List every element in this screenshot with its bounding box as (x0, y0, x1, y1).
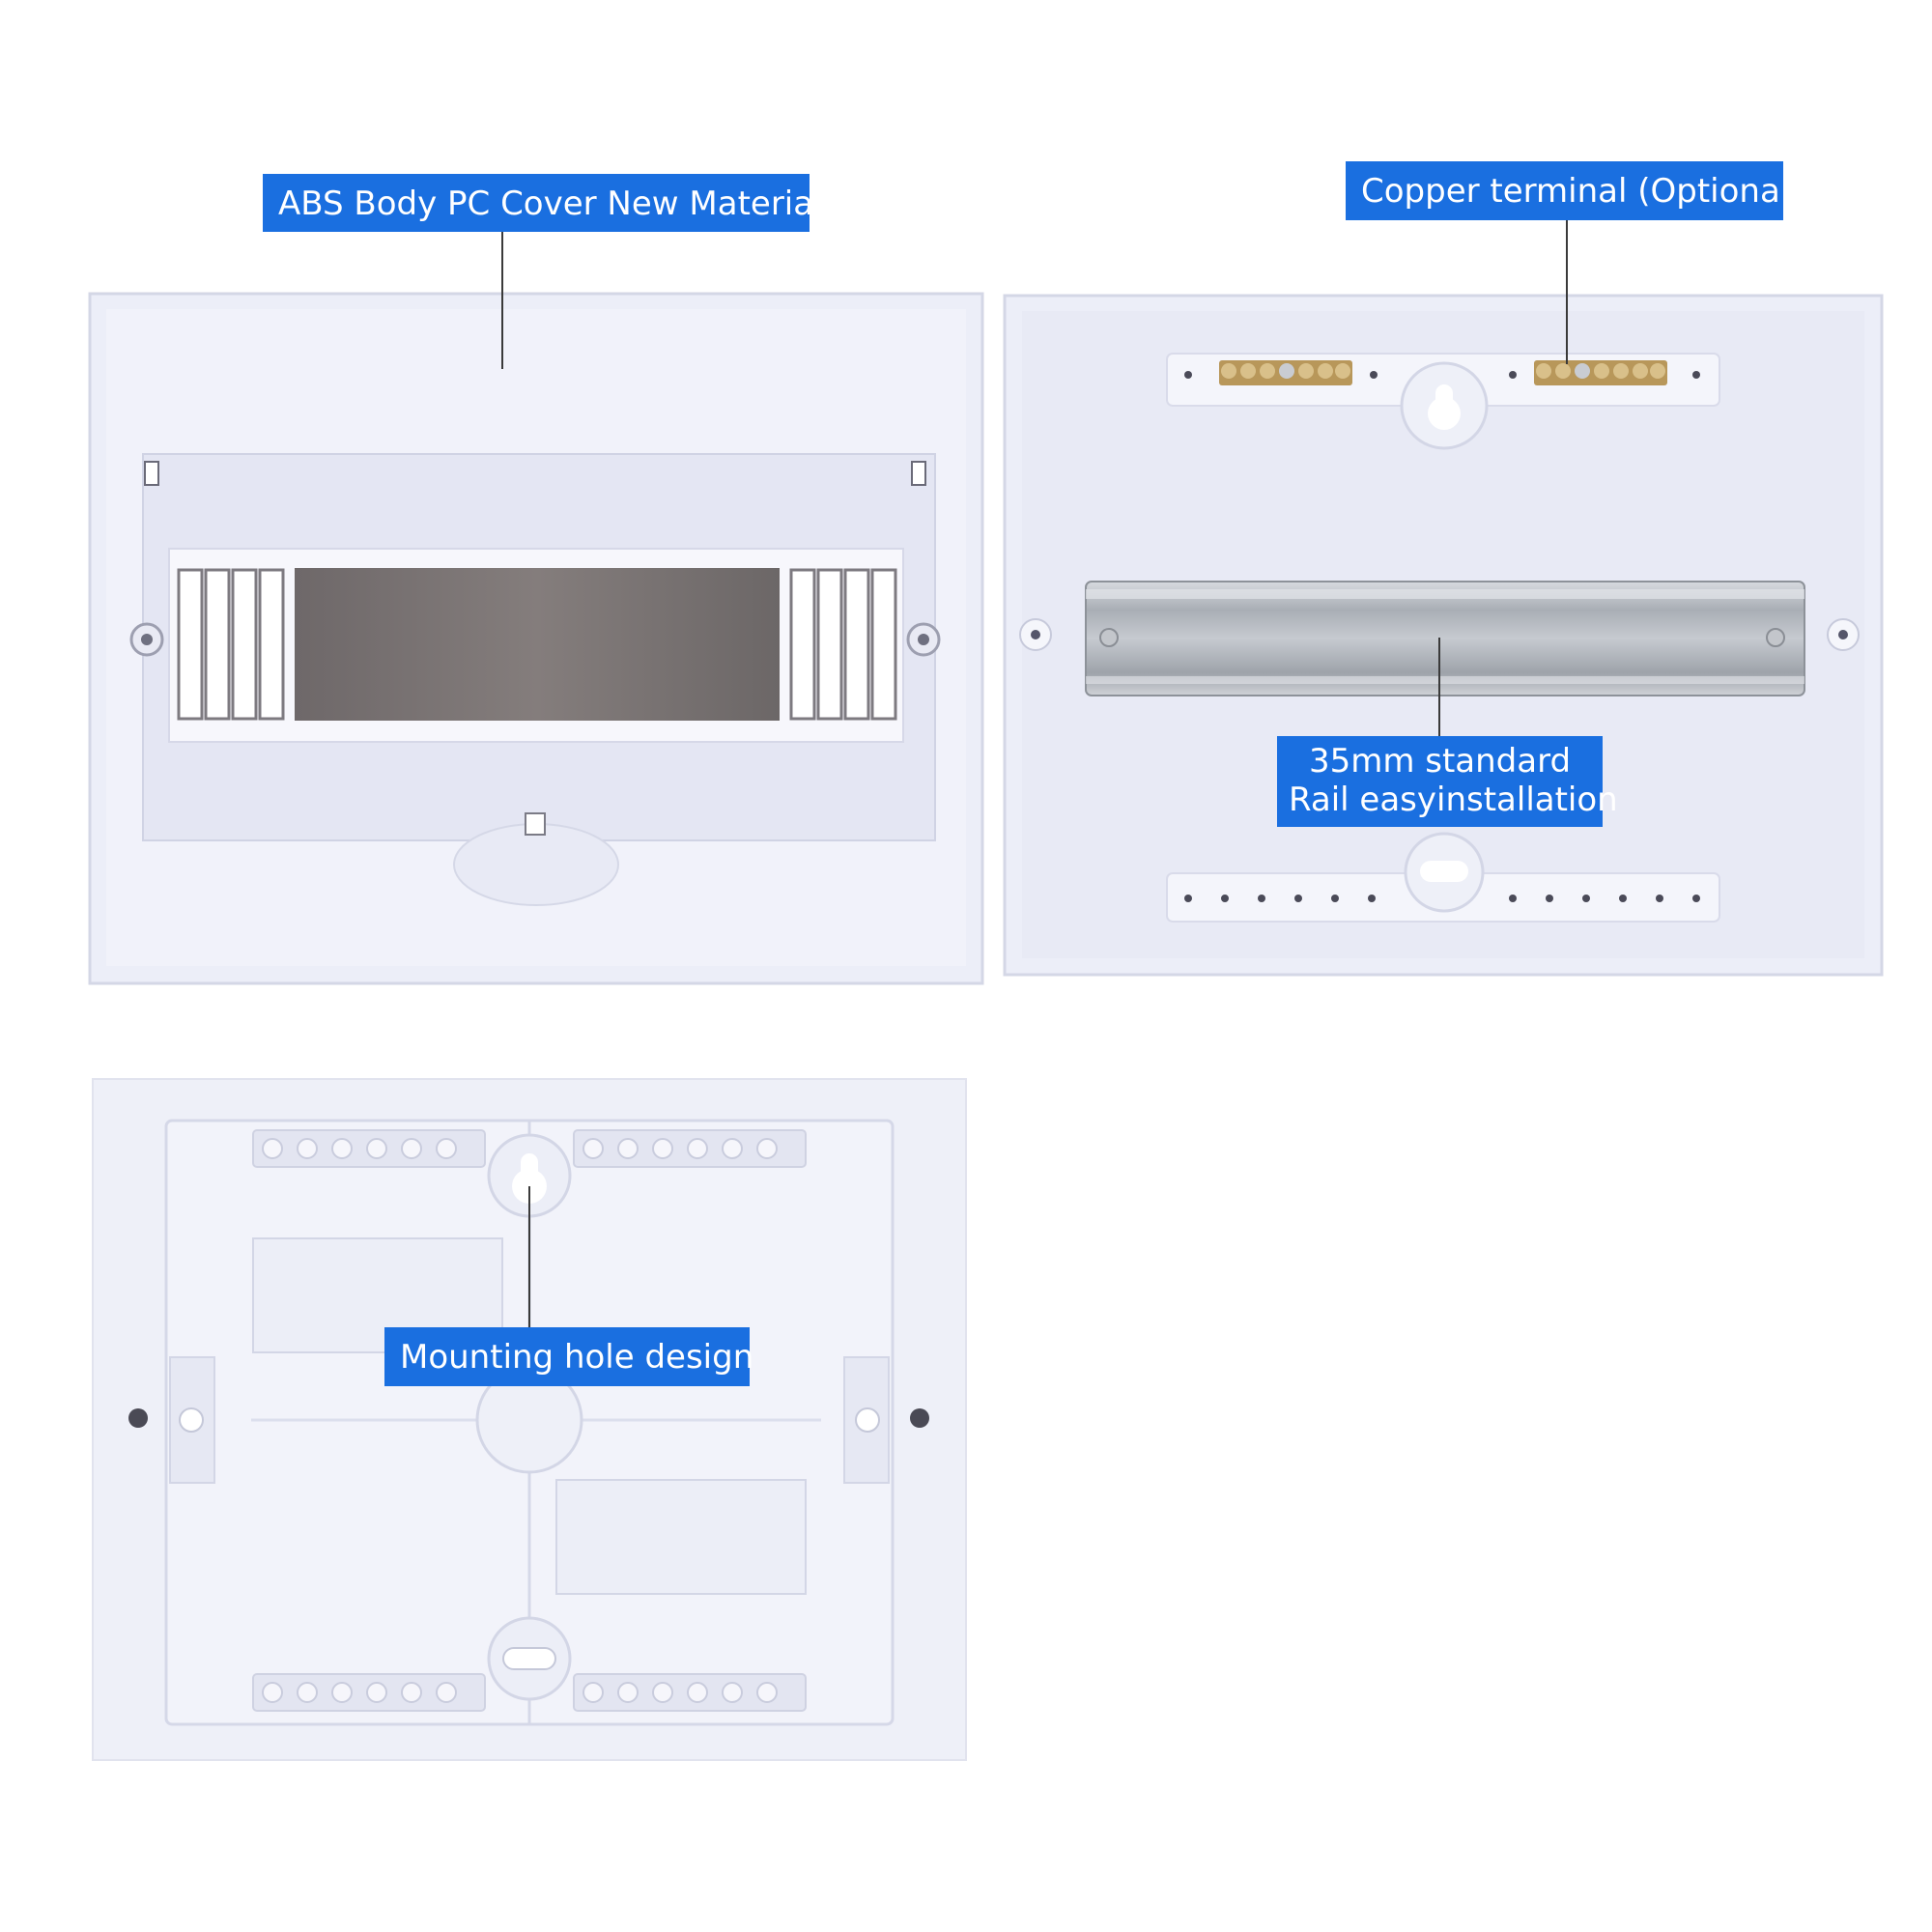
front-cover-panel (88, 292, 984, 985)
mounting-hole-label: Mounting hole design (384, 1327, 754, 1386)
din-rail-label-line2: Rail easyinstallation (1289, 781, 1618, 819)
inner-box-panel (1003, 294, 1884, 977)
din-rail-label-line1: 35mm standard (1308, 742, 1572, 781)
breaker-slots-left (177, 568, 285, 721)
breaker-slots-right (789, 568, 897, 721)
copper-terminal-label-text: Copper terminal (Optional) (1361, 172, 1803, 211)
callout-leaders (501, 220, 1568, 1329)
copper-terminal-bar-right (1534, 360, 1667, 385)
mount-screw-hole (128, 1408, 148, 1428)
mounting-hole-label-text: Mounting hole design (400, 1338, 754, 1377)
abs-body-label: ABS Body PC Cover New Materials (263, 174, 840, 232)
abs-body-label-text: ABS Body PC Cover New Materials (278, 185, 840, 223)
back-plate-panel (92, 1078, 967, 1761)
copper-terminal-bar-left (1219, 360, 1352, 385)
din-rail (1085, 581, 1805, 696)
din-rail-label: 35mm standard Rail easyinstallation (1277, 736, 1618, 827)
latch-icon (525, 812, 546, 836)
mount-screw-hole (910, 1408, 929, 1428)
copper-terminal-label: Copper terminal (Optional) (1346, 161, 1803, 220)
